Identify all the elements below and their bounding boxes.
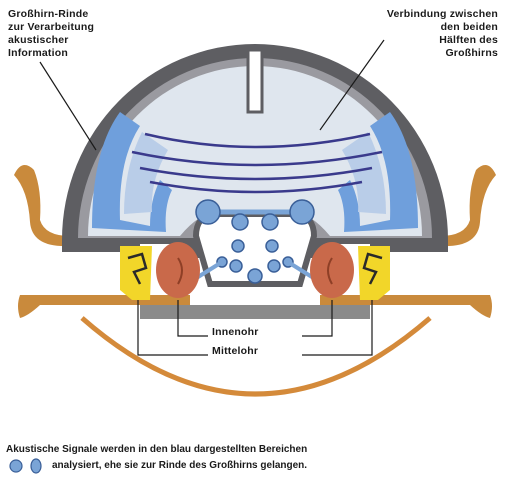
cochlea-right	[310, 242, 354, 298]
caption: Akustische Signale werden in den blau da…	[6, 442, 506, 474]
caption-line-2: analysiert, ehe sie zur Rinde des Großhi…	[6, 458, 506, 474]
label-inner-ear: Innenohr	[212, 326, 259, 339]
label-cortex: Großhirn-Rinde zur Verarbeitung akustisc…	[8, 8, 94, 60]
label-middle-ear: Mittelohr	[212, 345, 258, 358]
outer-ear-left	[14, 165, 70, 246]
label-cortex-line: Großhirn-Rinde	[8, 8, 94, 21]
middle-ear-left	[120, 246, 152, 300]
label-cortex-line: zur Verarbeitung	[8, 21, 94, 34]
label-bridge-line: Verbindung zwischen	[387, 8, 498, 21]
label-bridge-line: Hälften des	[387, 34, 498, 47]
base-strip	[140, 305, 370, 319]
caption-line-1: Akustische Signale werden in den blau da…	[6, 442, 506, 458]
label-bridge: Verbindung zwischen den beiden Hälften d…	[387, 8, 498, 60]
middle-ear-right	[358, 246, 390, 300]
label-bridge-line: Großhirns	[387, 47, 498, 60]
label-cortex-line: akustischer	[8, 34, 94, 47]
outer-ear-right	[440, 165, 496, 246]
caption-line-2-text: analysiert, ehe sie zur Rinde des Großhi…	[52, 460, 307, 471]
midline-fissure	[248, 50, 262, 112]
label-bridge-line: den beiden	[387, 21, 498, 34]
label-cortex-line: Information	[8, 47, 94, 60]
cochlea-left	[156, 242, 200, 298]
